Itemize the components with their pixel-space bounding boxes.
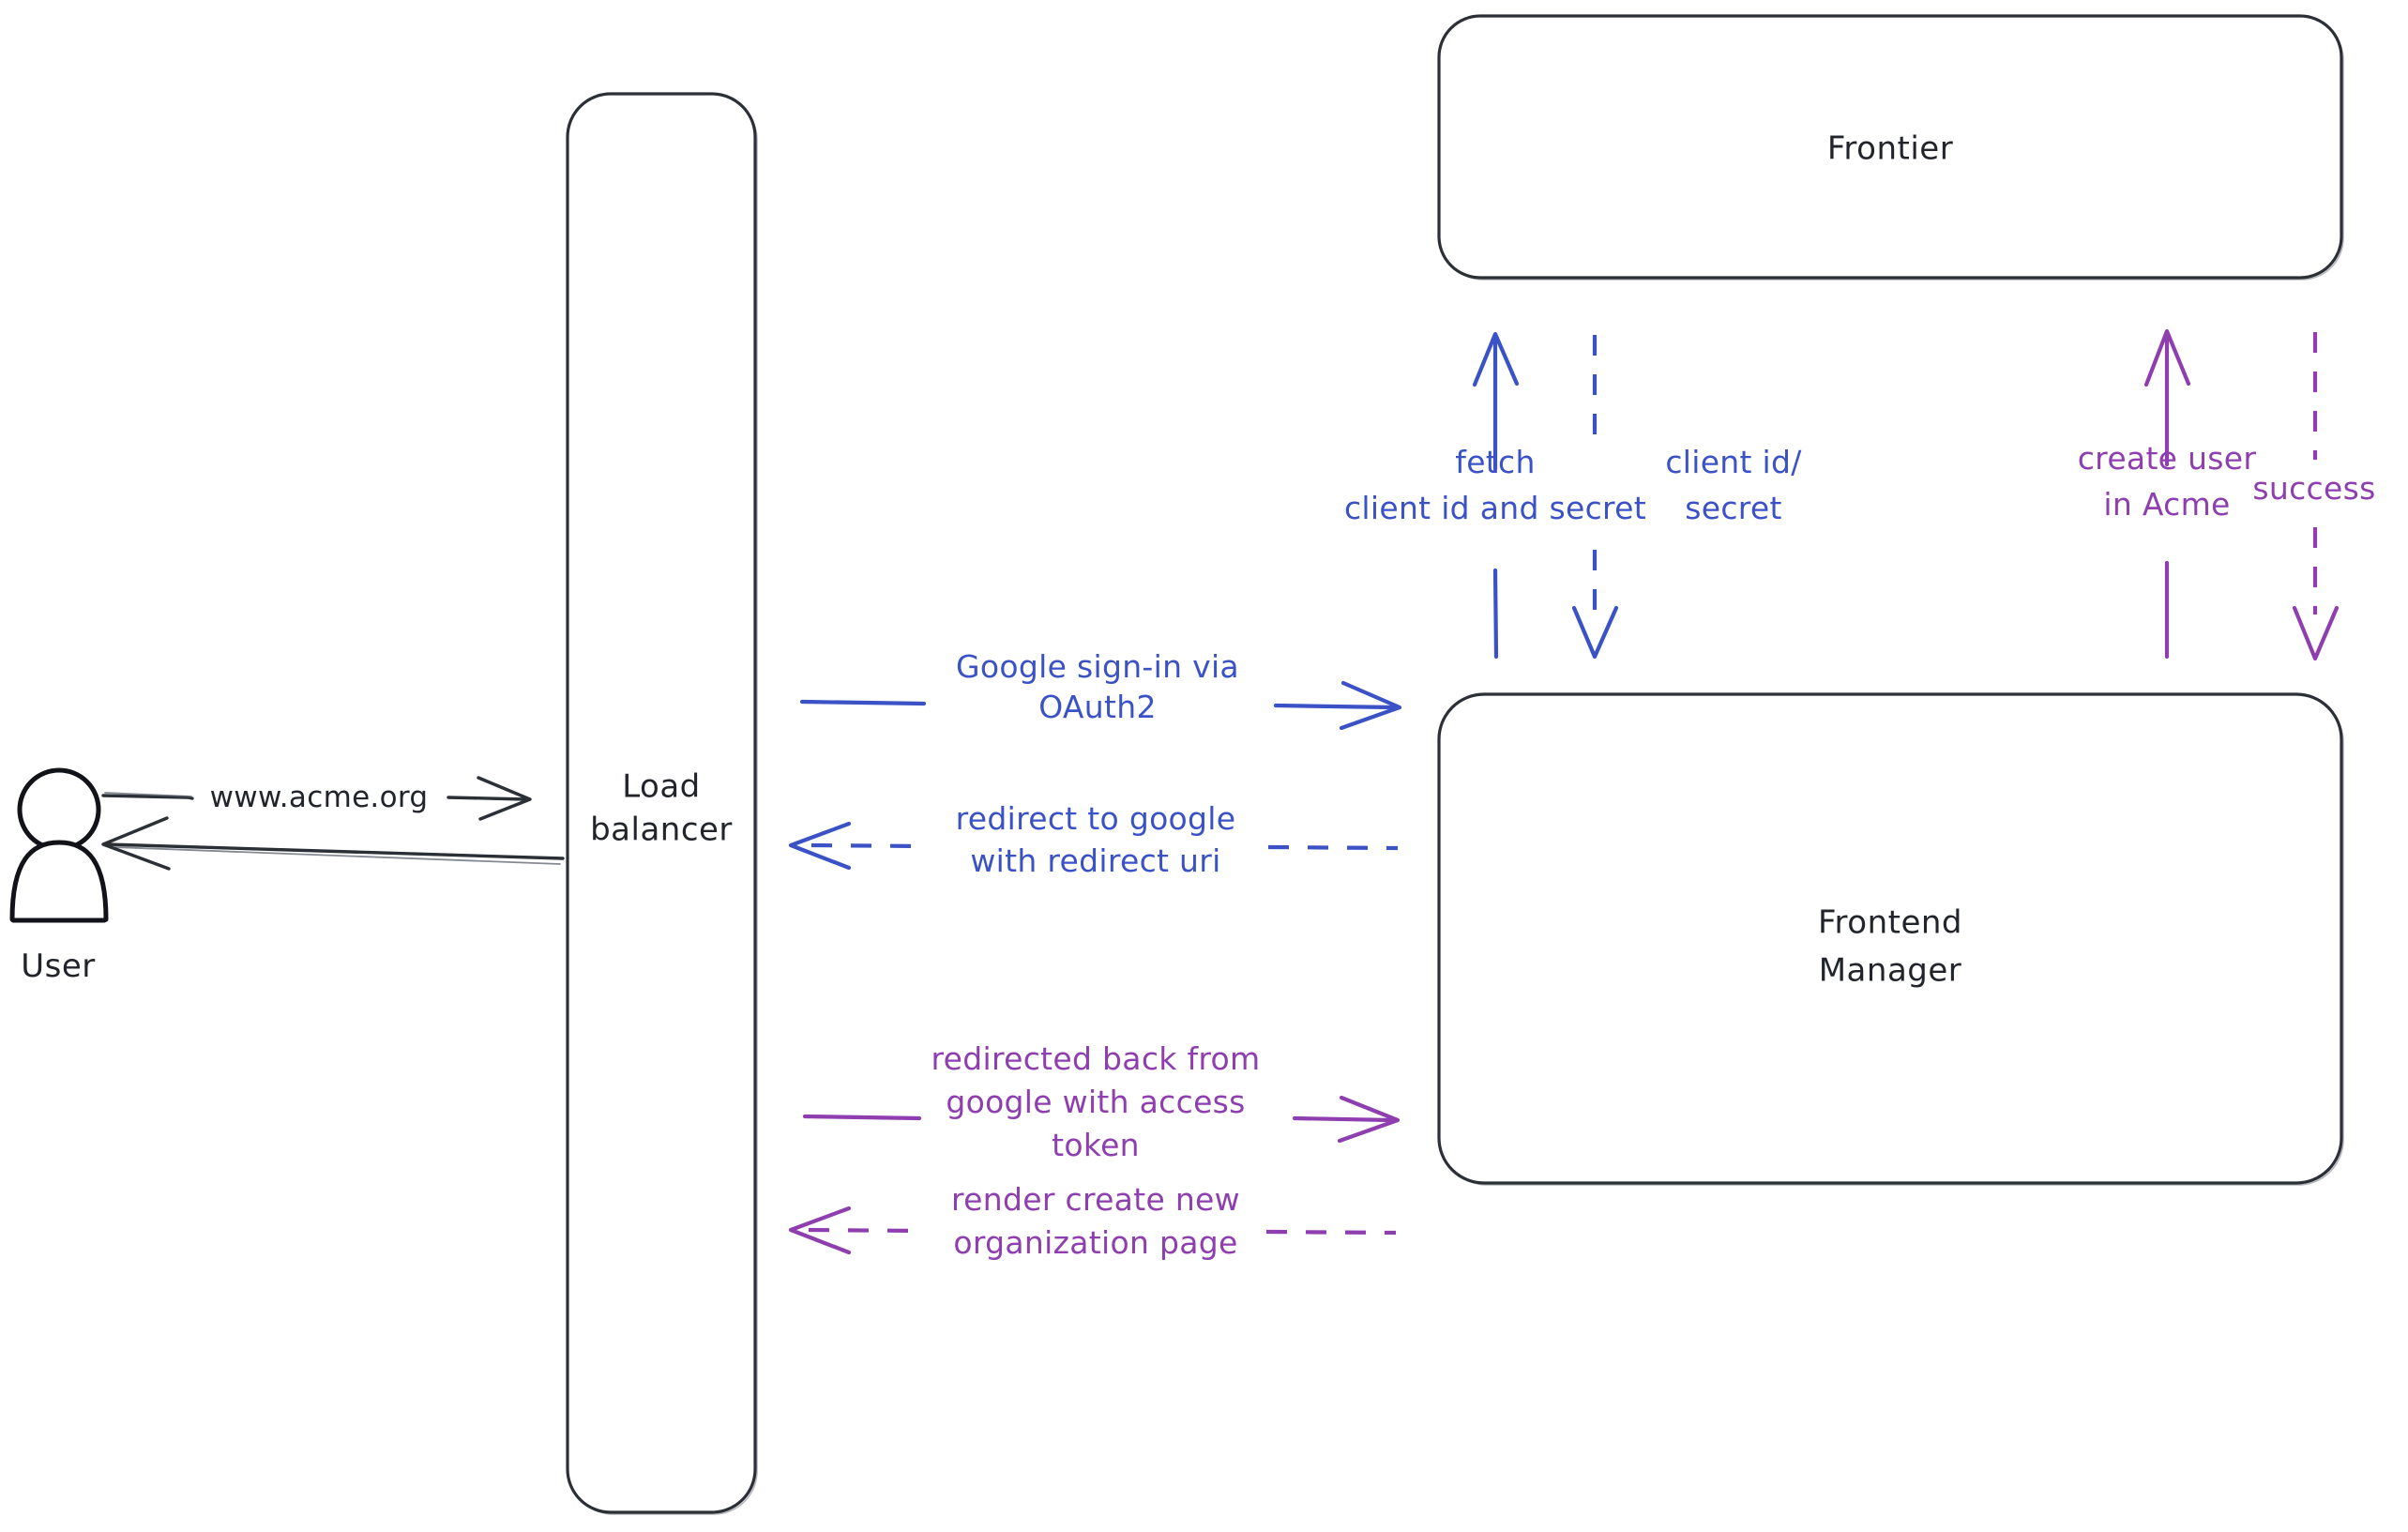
edge-fetch-label-line1: fetch: [1455, 444, 1535, 480]
node-frontier[interactable]: Frontier: [1437, 14, 2344, 281]
frontend-manager-box: [1437, 692, 2343, 1185]
edge-signin-label-line1: Google sign-in via: [956, 648, 1239, 685]
edge-signin-label-line2: OAuth2: [1038, 689, 1157, 725]
edge-success-label: success: [2252, 470, 2375, 507]
edge-render-label-line2: organization page: [953, 1224, 1237, 1261]
edge-redirect-arrowhead: [788, 821, 852, 871]
edge-load-balancer-to-user[interactable]: [101, 816, 565, 871]
load-balancer-box: [566, 92, 757, 1514]
edge-create-user-label-line1: create user: [2078, 440, 2257, 477]
node-load-balancer[interactable]: Load balancer: [566, 92, 758, 1515]
edge-redirect-to-google[interactable]: redirect to google with redirect uri: [788, 800, 1399, 879]
edge-token-arrowhead: [1337, 1095, 1401, 1144]
edge-redirect-seg-left: [810, 842, 925, 849]
edge-render-label-line1: render create new: [951, 1181, 1240, 1218]
edge-token-seg-left: [802, 1114, 922, 1121]
edge-success[interactable]: success: [2252, 332, 2375, 661]
edge-creds-label-line1: client id/: [1665, 444, 1802, 480]
edge-redirect-label-line2: with redirect uri: [970, 842, 1220, 879]
edge-create-user-arrowhead: [2143, 328, 2191, 387]
user-body-icon: [9, 840, 109, 923]
edge-render-seg-right: [1265, 1229, 1397, 1236]
frontier-label: Frontier: [1827, 130, 1953, 168]
edge-token-label-line1: redirected back from: [931, 1040, 1261, 1077]
edge-lb-user-arrowhead: [101, 816, 171, 871]
edge-user-lb-seg-left: [101, 794, 194, 800]
edge-fetch-arrowhead: [1472, 331, 1520, 387]
edge-signin-seg-left: [799, 699, 927, 706]
edge-creds-label-line2: secret: [1685, 490, 1782, 526]
edge-token-label-line3: token: [1052, 1127, 1140, 1163]
edge-client-id-secret[interactable]: client id/ secret: [1571, 335, 1802, 660]
edge-render-create-org[interactable]: render create new organization page: [788, 1181, 1397, 1261]
user-head-icon: [17, 767, 101, 852]
edge-success-arrowhead: [2292, 605, 2340, 661]
edge-signin-oauth2[interactable]: Google sign-in via OAuth2: [799, 648, 1402, 731]
frontend-manager-label-line1: Frontend: [1818, 904, 1962, 942]
load-balancer-label-line2: balancer: [590, 812, 733, 849]
edge-fetch-client-credentials[interactable]: fetch client id and secret: [1344, 331, 1646, 660]
edge-user-lb-arrowhead: [477, 776, 532, 821]
node-frontend-manager[interactable]: Frontend Manager: [1437, 692, 2344, 1186]
edge-redirected-back-token[interactable]: redirected back from google with access …: [802, 1040, 1401, 1163]
frontier-box: [1437, 14, 2343, 280]
edge-creds-arrowhead: [1571, 605, 1619, 660]
edge-token-label-line2: google with access: [946, 1084, 1245, 1120]
edge-redirect-label-line1: redirect to google: [956, 800, 1236, 837]
edge-user-lb-label: www.acme.org: [210, 781, 429, 814]
load-balancer-label-line1: Load: [622, 768, 701, 806]
edge-lb-user-line-wisp: [114, 846, 561, 865]
edge-signin-arrowhead: [1339, 680, 1402, 731]
edge-create-user-label-line2: in Acme: [2103, 486, 2230, 523]
edge-render-arrowhead: [788, 1206, 852, 1255]
edge-create-user-in-acme[interactable]: create user in Acme: [2078, 328, 2257, 660]
edge-user-to-load-balancer[interactable]: www.acme.org: [101, 776, 532, 821]
edge-signin-seg-right: [1273, 703, 1396, 710]
edge-user-lb-seg-left-wisp: [104, 792, 192, 797]
edge-redirect-seg-right: [1267, 844, 1399, 851]
edge-token-seg-right: [1292, 1115, 1394, 1123]
edge-fetch-label-line2: client id and secret: [1344, 490, 1646, 526]
edge-lb-user-line: [106, 842, 565, 860]
user-label: User: [21, 948, 96, 985]
edge-fetch-line-bottom: [1492, 568, 1499, 660]
edge-render-seg-left: [808, 1227, 920, 1234]
frontend-manager-label-line2: Manager: [1819, 952, 1962, 990]
edge-user-lb-seg-right: [447, 796, 527, 801]
user-actor[interactable]: User: [9, 767, 109, 985]
